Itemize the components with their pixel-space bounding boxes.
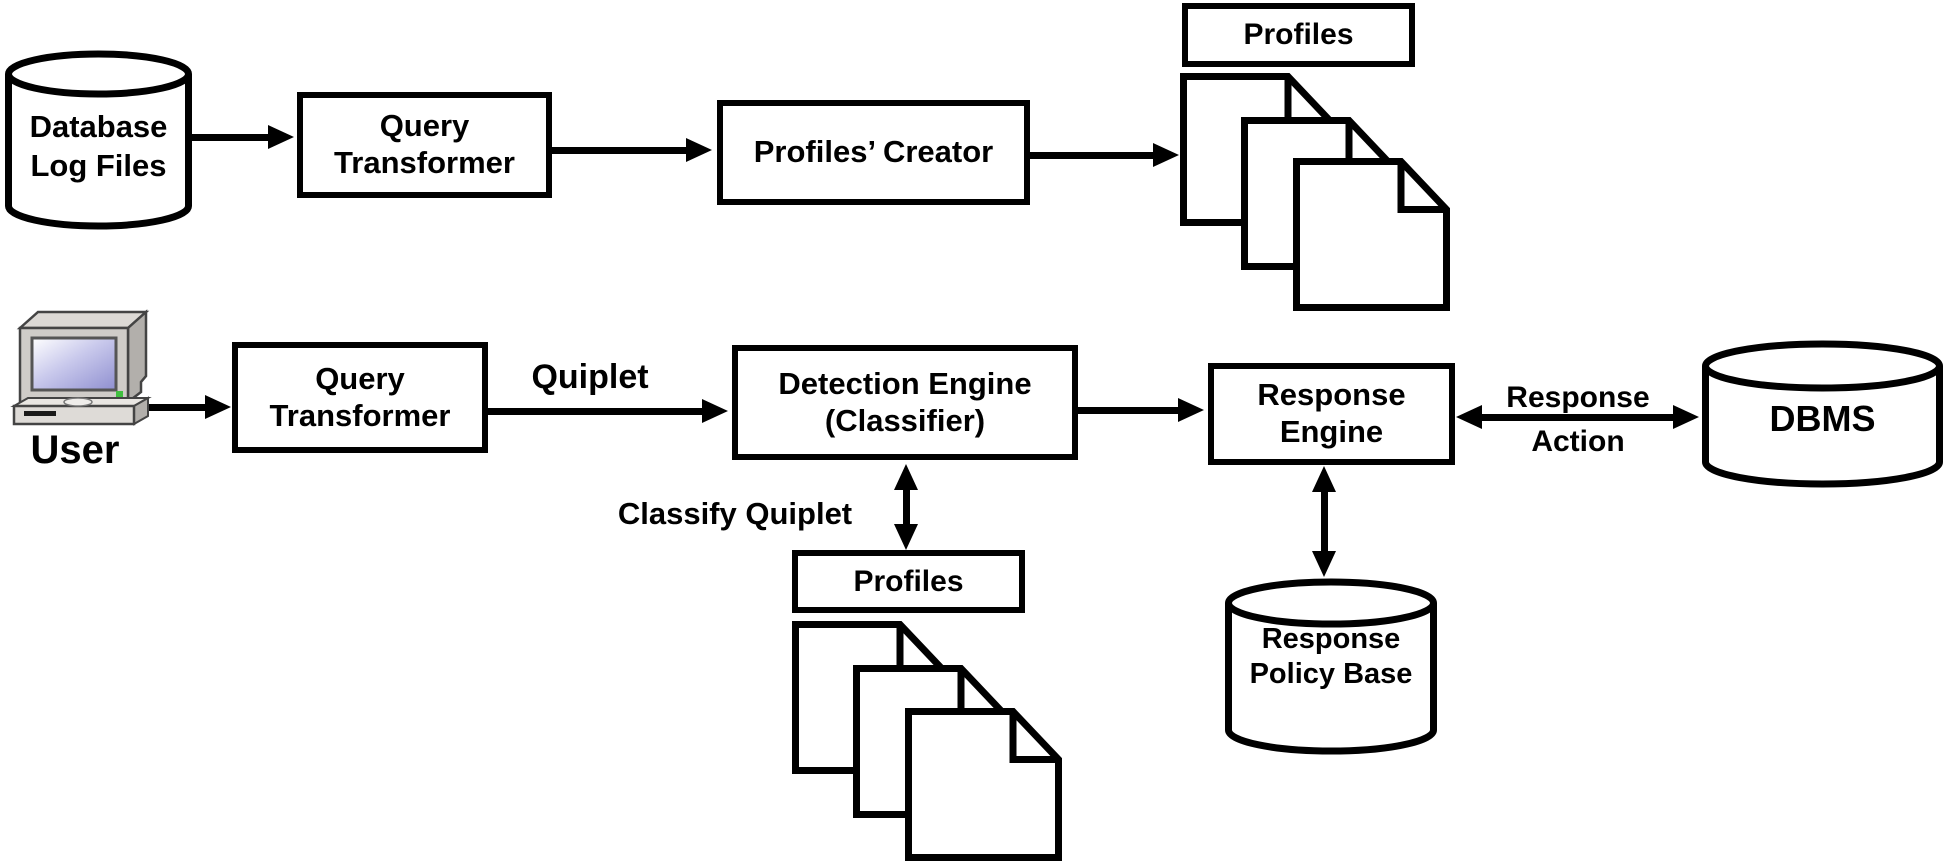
query-transformer-top-box: Query Transformer xyxy=(297,92,552,198)
quiplet-edge-label: Quiplet xyxy=(531,358,649,396)
response-action-edge-label: Response Action xyxy=(1506,381,1650,458)
user-computer-icon xyxy=(8,306,158,428)
double-arrow-response-action xyxy=(1456,405,1699,429)
database-log-files-node: Database Log Files xyxy=(5,50,192,230)
document-icon xyxy=(1293,158,1450,311)
profiles-bottom-document-stack xyxy=(792,621,1064,862)
user-label: User xyxy=(30,428,120,472)
arrow-quiplet xyxy=(488,399,728,423)
arrow-profilescreator-to-profiles xyxy=(1030,143,1179,167)
database-cylinder-icon xyxy=(1225,578,1437,755)
dbms-node: DBMS xyxy=(1702,340,1943,490)
arrow-dblog-to-querytransformer xyxy=(155,125,294,149)
arrow-querytransformer-to-profilescreator xyxy=(552,138,712,162)
profiles-top-document-stack xyxy=(1180,73,1452,313)
profiles-bottom-title-box: Profiles xyxy=(792,550,1025,613)
double-arrow-classify-quiplet xyxy=(894,464,918,550)
database-cylinder-icon xyxy=(1702,340,1943,488)
detection-engine-box: Detection Engine (Classifier) xyxy=(732,345,1078,460)
arrow-detection-to-response xyxy=(1078,398,1204,422)
query-transformer-bottom-box: Query Transformer xyxy=(232,342,488,453)
database-log-files-label: Database Log Files xyxy=(29,109,168,183)
profiles-creator-box: Profiles’ Creator xyxy=(717,100,1030,205)
response-engine-box: Response Engine xyxy=(1208,363,1455,465)
document-icon xyxy=(905,708,1062,861)
profiles-top-title-box: Profiles xyxy=(1182,3,1415,67)
database-cylinder-icon xyxy=(5,50,192,230)
response-policy-base-label: Response Policy Base xyxy=(1249,623,1413,691)
dbms-label: DBMS xyxy=(1769,398,1876,439)
double-arrow-response-policy xyxy=(1312,466,1336,577)
classify-quiplet-edge-label: Classify Quiplet xyxy=(617,496,853,531)
response-policy-base-node: Response Policy Base xyxy=(1225,578,1437,757)
arrow-user-to-querytransformer xyxy=(143,395,231,419)
